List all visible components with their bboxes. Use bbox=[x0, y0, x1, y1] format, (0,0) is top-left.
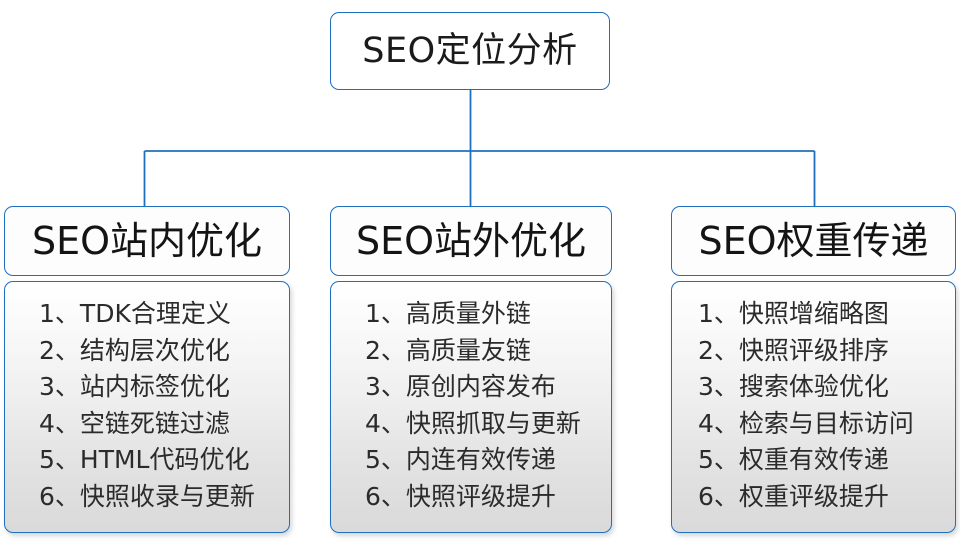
list-item-separator: 、 bbox=[380, 299, 406, 328]
list-item-number: 3 bbox=[365, 372, 381, 401]
branch-header-label-3: SEO权重传递 bbox=[698, 219, 929, 263]
branch-column-1: SEO站内优化 1、TDK合理定义 2、结构层次优化 3、站内标签优化 4、空链… bbox=[4, 206, 290, 533]
list-item-separator: 、 bbox=[54, 408, 80, 438]
branch-body-3: 1、快照增缩略图 2、快照评级排序 3、搜索体验优化 4、检索与目标访问 5、权… bbox=[671, 281, 956, 533]
list-item-text: 快照抓取与更新 bbox=[405, 408, 581, 438]
list-item-separator: 、 bbox=[713, 335, 739, 365]
list-item-number: 2 bbox=[39, 335, 55, 365]
list-item-separator: 、 bbox=[380, 372, 406, 401]
list-item-text: TDK合理定义 bbox=[79, 299, 231, 328]
list-item-separator: 、 bbox=[713, 299, 739, 328]
list-item-separator: 、 bbox=[713, 408, 739, 438]
list-item-separator: 、 bbox=[380, 481, 406, 511]
branch-body-1: 1、TDK合理定义 2、结构层次优化 3、站内标签优化 4、空链死链过滤 5、H… bbox=[4, 281, 290, 533]
list-item-separator: 、 bbox=[713, 445, 739, 474]
list-item: 5、内连有效传递 bbox=[365, 442, 611, 479]
list-item: 3、原创内容发布 bbox=[365, 369, 611, 406]
list-item: 1、高质量外链 bbox=[365, 296, 611, 333]
list-item-text: 结构层次优化 bbox=[79, 335, 230, 365]
list-item-number: 4 bbox=[698, 408, 714, 438]
root-node-label: SEO定位分析 bbox=[362, 30, 578, 71]
list-item-text: 高质量友链 bbox=[405, 335, 531, 365]
list-item-separator: 、 bbox=[380, 408, 406, 438]
list-item-number: 1 bbox=[39, 299, 55, 328]
list-item-number: 2 bbox=[365, 335, 381, 365]
branch-body-2: 1、高质量外链 2、高质量友链 3、原创内容发布 4、快照抓取与更新 5、内连有… bbox=[330, 281, 612, 533]
list-item-text: 权重评级提升 bbox=[738, 481, 889, 511]
list-item-text: 快照评级提升 bbox=[405, 481, 556, 511]
list-item-number: 5 bbox=[39, 445, 55, 474]
list-item-separator: 、 bbox=[54, 445, 80, 474]
list-item: 2、结构层次优化 bbox=[39, 333, 289, 370]
list-item: 6、权重评级提升 bbox=[698, 479, 955, 516]
list-item: 3、站内标签优化 bbox=[39, 369, 289, 406]
item-list-3: 1、快照增缩略图 2、快照评级排序 3、搜索体验优化 4、检索与目标访问 5、权… bbox=[672, 296, 955, 515]
branch-header-1: SEO站内优化 bbox=[4, 206, 290, 276]
list-item-number: 6 bbox=[365, 481, 381, 511]
list-item-text: 快照增缩略图 bbox=[738, 299, 889, 328]
list-item-separator: 、 bbox=[54, 372, 80, 401]
item-list-2: 1、高质量外链 2、高质量友链 3、原创内容发布 4、快照抓取与更新 5、内连有… bbox=[331, 296, 611, 515]
list-item: 4、快照抓取与更新 bbox=[365, 406, 611, 443]
list-item: 4、检索与目标访问 bbox=[698, 406, 955, 443]
list-item: 2、高质量友链 bbox=[365, 333, 611, 370]
list-item-text: 内连有效传递 bbox=[405, 445, 556, 474]
branch-header-2: SEO站外优化 bbox=[330, 206, 612, 276]
list-item: 5、权重有效传递 bbox=[698, 442, 955, 479]
list-item-text: HTML代码优化 bbox=[79, 445, 250, 474]
list-item-text: 搜索体验优化 bbox=[738, 372, 889, 401]
list-item-separator: 、 bbox=[54, 481, 80, 511]
list-item-text: 快照评级排序 bbox=[738, 335, 889, 365]
list-item-number: 1 bbox=[698, 299, 714, 328]
list-item: 6、快照评级提升 bbox=[365, 479, 611, 516]
list-item-text: 空链死链过滤 bbox=[79, 408, 230, 438]
list-item-number: 5 bbox=[365, 445, 381, 474]
list-item-text: 高质量外链 bbox=[405, 299, 531, 328]
list-item: 3、搜索体验优化 bbox=[698, 369, 955, 406]
list-item-separator: 、 bbox=[713, 481, 739, 511]
list-item-separator: 、 bbox=[380, 445, 406, 474]
list-item-separator: 、 bbox=[713, 372, 739, 401]
branch-header-label-1: SEO站内优化 bbox=[31, 219, 263, 263]
list-item-number: 6 bbox=[39, 481, 55, 511]
list-item-number: 5 bbox=[698, 445, 714, 474]
root-node: SEO定位分析 bbox=[330, 12, 610, 90]
list-item: 1、快照增缩略图 bbox=[698, 296, 955, 333]
list-item-number: 4 bbox=[39, 408, 55, 438]
list-item-number: 3 bbox=[39, 372, 55, 401]
list-item-number: 2 bbox=[698, 335, 714, 365]
list-item-separator: 、 bbox=[54, 299, 80, 328]
branch-column-2: SEO站外优化 1、高质量外链 2、高质量友链 3、原创内容发布 4、快照抓取与… bbox=[330, 206, 612, 533]
branch-header-label-2: SEO站外优化 bbox=[355, 219, 587, 263]
item-list-1: 1、TDK合理定义 2、结构层次优化 3、站内标签优化 4、空链死链过滤 5、H… bbox=[5, 296, 289, 515]
list-item-text: 检索与目标访问 bbox=[738, 408, 914, 438]
branch-header-3: SEO权重传递 bbox=[671, 206, 956, 276]
list-item: 1、TDK合理定义 bbox=[39, 296, 289, 333]
list-item-number: 1 bbox=[365, 299, 381, 328]
list-item-text: 站内标签优化 bbox=[79, 372, 230, 401]
list-item-text: 原创内容发布 bbox=[405, 372, 556, 401]
list-item-number: 6 bbox=[698, 481, 714, 511]
list-item: 5、HTML代码优化 bbox=[39, 442, 289, 479]
list-item-separator: 、 bbox=[380, 335, 406, 365]
list-item-number: 3 bbox=[698, 372, 714, 401]
list-item-number: 4 bbox=[365, 408, 381, 438]
list-item-text: 权重有效传递 bbox=[738, 445, 889, 474]
list-item-text: 快照收录与更新 bbox=[79, 481, 255, 511]
branch-column-3: SEO权重传递 1、快照增缩略图 2、快照评级排序 3、搜索体验优化 4、检索与… bbox=[671, 206, 956, 533]
list-item: 2、快照评级排序 bbox=[698, 333, 955, 370]
list-item: 6、快照收录与更新 bbox=[39, 479, 289, 516]
list-item: 4、空链死链过滤 bbox=[39, 406, 289, 443]
list-item-separator: 、 bbox=[54, 335, 80, 365]
